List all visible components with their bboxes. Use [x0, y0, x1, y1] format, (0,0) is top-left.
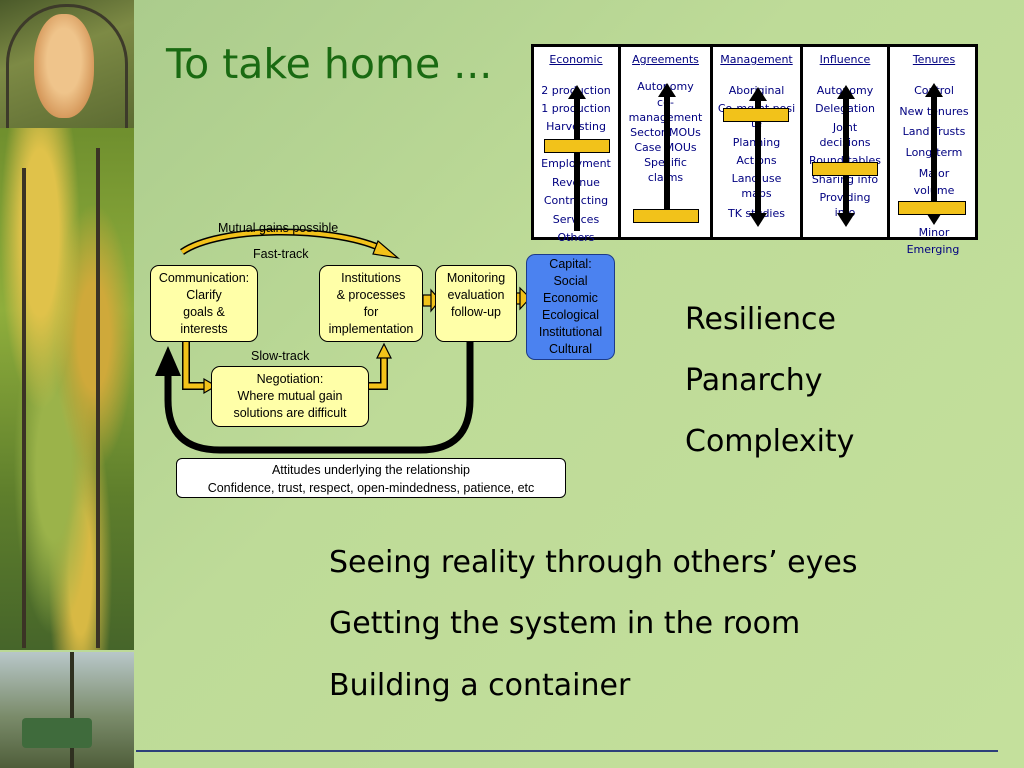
column-header: Economic: [549, 53, 603, 66]
negotiation-node: Negotiation: Where mutual gain solutions…: [211, 366, 369, 427]
photo-strip: [0, 0, 134, 768]
spectrum-arrow-shaft: [664, 95, 670, 213]
slide-title: To take home ...: [166, 40, 493, 88]
position-marker: [633, 209, 699, 223]
arrow-up-icon: [749, 87, 767, 101]
arrow-down-icon: [749, 213, 767, 227]
branch-arch: [6, 4, 128, 128]
column-header: Influence: [819, 53, 871, 66]
arrow-up-icon: [568, 85, 586, 99]
concept-item: Complexity: [685, 424, 855, 459]
takeaway-item: Seeing reality through others’ eyes: [329, 545, 858, 580]
spectrum-arrow-shaft: [843, 97, 849, 217]
node-text: goals &: [183, 304, 225, 319]
node-text: interests: [180, 321, 228, 336]
node-text: implementation: [328, 321, 414, 336]
takeaway-item: Getting the system in the room: [329, 606, 801, 641]
mutual-gains-arc: [180, 229, 381, 254]
capital-node: Capital: Social Economic Ecological Inst…: [526, 254, 615, 360]
attitudes-title: Attitudes underlying the relationship: [271, 463, 471, 477]
node-text: Institutions: [341, 270, 401, 285]
monitoring-node: Monitoring evaluation follow-up: [435, 265, 517, 342]
column-header: Tenures: [912, 53, 956, 66]
table-column-influence: Influence Autonomy Delegation Joint deci…: [803, 47, 890, 237]
node-text: Communication:: [158, 270, 250, 285]
node-text: Social: [553, 274, 588, 288]
forestry-machine: [22, 718, 92, 748]
photo-forestry-machine: [0, 652, 134, 768]
node-text: Ecological: [542, 308, 599, 322]
attitudes-list: Confidence, trust, respect, open-mindedn…: [207, 481, 535, 495]
comm-to-negotiation-arrow: [183, 342, 208, 389]
concept-item: Panarchy: [685, 363, 823, 398]
spectrum-arrow-shaft: [574, 97, 580, 231]
photo-forest-canopy: [0, 128, 134, 650]
takeaway-item: Building a container: [329, 668, 631, 703]
arrowhead-right-icon: [519, 286, 531, 311]
fast-track-label: Fast-track: [253, 247, 309, 261]
feedback-loop-arrow: [164, 342, 474, 454]
arrow-up-icon: [925, 83, 943, 97]
table-column-agreements: Agreements Autonomy co- management Secto…: [621, 47, 713, 237]
arrow-down-icon: [837, 213, 855, 227]
position-marker: [544, 139, 610, 153]
log-cross-section: [34, 14, 94, 118]
node-text: Capital:: [549, 257, 592, 271]
mutual-gains-arrowhead-icon: [372, 239, 401, 259]
arrowhead-right-icon: [203, 377, 218, 395]
node-text: Negotiation:: [256, 372, 324, 386]
column-header: Agreements: [632, 53, 699, 66]
node-text: Cultural: [548, 342, 593, 356]
table-item: Others: [557, 231, 595, 244]
node-text: Clarify: [186, 287, 222, 302]
spectrum-arrow-shaft: [931, 95, 937, 213]
table-column-economic: Economic 2 production 1 production Harve…: [534, 47, 621, 244]
photo-log-sculpture: [0, 0, 134, 128]
arrow-up-icon: [837, 85, 855, 99]
node-text: Monitoring: [446, 271, 506, 285]
arrow-up-icon: [658, 83, 676, 97]
node-text: for: [363, 304, 379, 319]
institutions-node: Institutions & processes for implementat…: [319, 265, 423, 342]
node-text: Where mutual gain: [237, 389, 343, 403]
arrowhead-up-icon: [155, 346, 181, 376]
node-text: evaluation: [447, 288, 505, 302]
node-text: follow-up: [450, 305, 502, 319]
node-text: & processes: [336, 287, 406, 302]
communication-node: Communication: Clarify goals & interests: [150, 265, 258, 342]
concept-item: Resilience: [685, 302, 837, 337]
table-column-tenures: Tenures Control New tenures Land Trusts …: [890, 47, 978, 239]
attitudes-box: Attitudes underlying the relationship Co…: [176, 458, 566, 498]
node-text: Economic: [543, 291, 598, 305]
position-marker: [723, 108, 789, 122]
position-marker: [898, 201, 966, 215]
node-text: Institutional: [538, 325, 603, 339]
table-item-emerging: Emerging: [906, 243, 960, 256]
column-header: Management: [720, 53, 793, 66]
position-marker: [812, 162, 878, 176]
arrowhead-up-icon: [376, 342, 392, 359]
footer-divider: [136, 750, 998, 752]
tree-trunk: [70, 652, 74, 768]
negotiation-to-institutions-arrow: [368, 356, 387, 389]
table-item: Minor: [918, 226, 950, 239]
node-text: solutions are difficult: [233, 406, 347, 420]
spectrum-table: Economic 2 production 1 production Harve…: [531, 44, 978, 244]
spectrum-arrow-shaft: [755, 99, 761, 217]
tree-trunk: [22, 168, 26, 648]
mutual-gains-label: Mutual gains possible: [218, 221, 339, 235]
table-column-management: Management Aboriginal Co-mgmt posi te Pl…: [713, 47, 803, 237]
slow-track-label: Slow-track: [251, 349, 310, 363]
tree-trunk: [96, 148, 100, 648]
